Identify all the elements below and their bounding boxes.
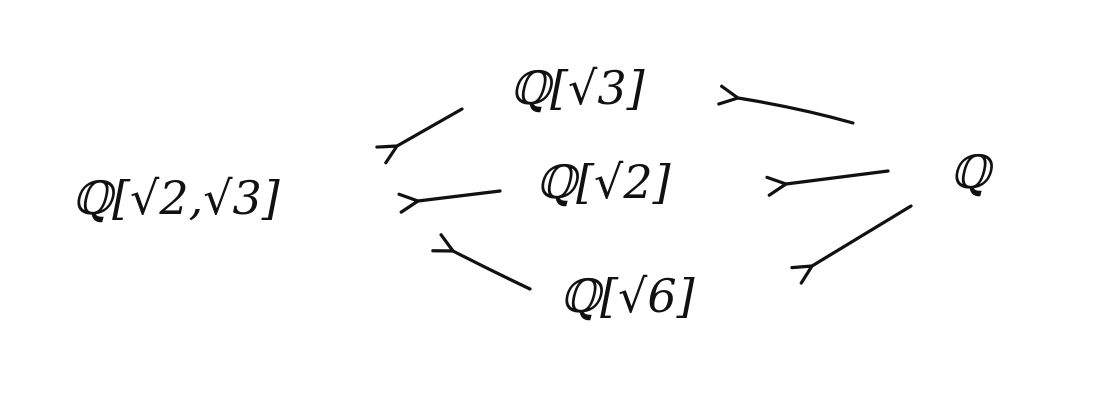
arrow-q-to-q-sqrt6 bbox=[790, 204, 913, 285]
arrow-q-sqrt2-to-top bbox=[397, 189, 502, 214]
arrow-q-to-q-sqrt3 bbox=[717, 84, 855, 125]
node-q: ℚ bbox=[950, 145, 995, 199]
arrow-q-to-q-sqrt2 bbox=[765, 169, 890, 197]
node-q-sqrt2-sqrt3: ℚ[√2,√3] bbox=[72, 171, 280, 225]
node-q-sqrt3: ℚ[√3] bbox=[510, 61, 645, 115]
node-q-sqrt6: ℚ[√6] bbox=[560, 269, 695, 323]
node-q-sqrt2: ℚ[√2] bbox=[536, 155, 671, 209]
arrow-q-sqrt3-to-top bbox=[375, 107, 464, 165]
arrow-q-sqrt6-to-top bbox=[431, 233, 532, 291]
